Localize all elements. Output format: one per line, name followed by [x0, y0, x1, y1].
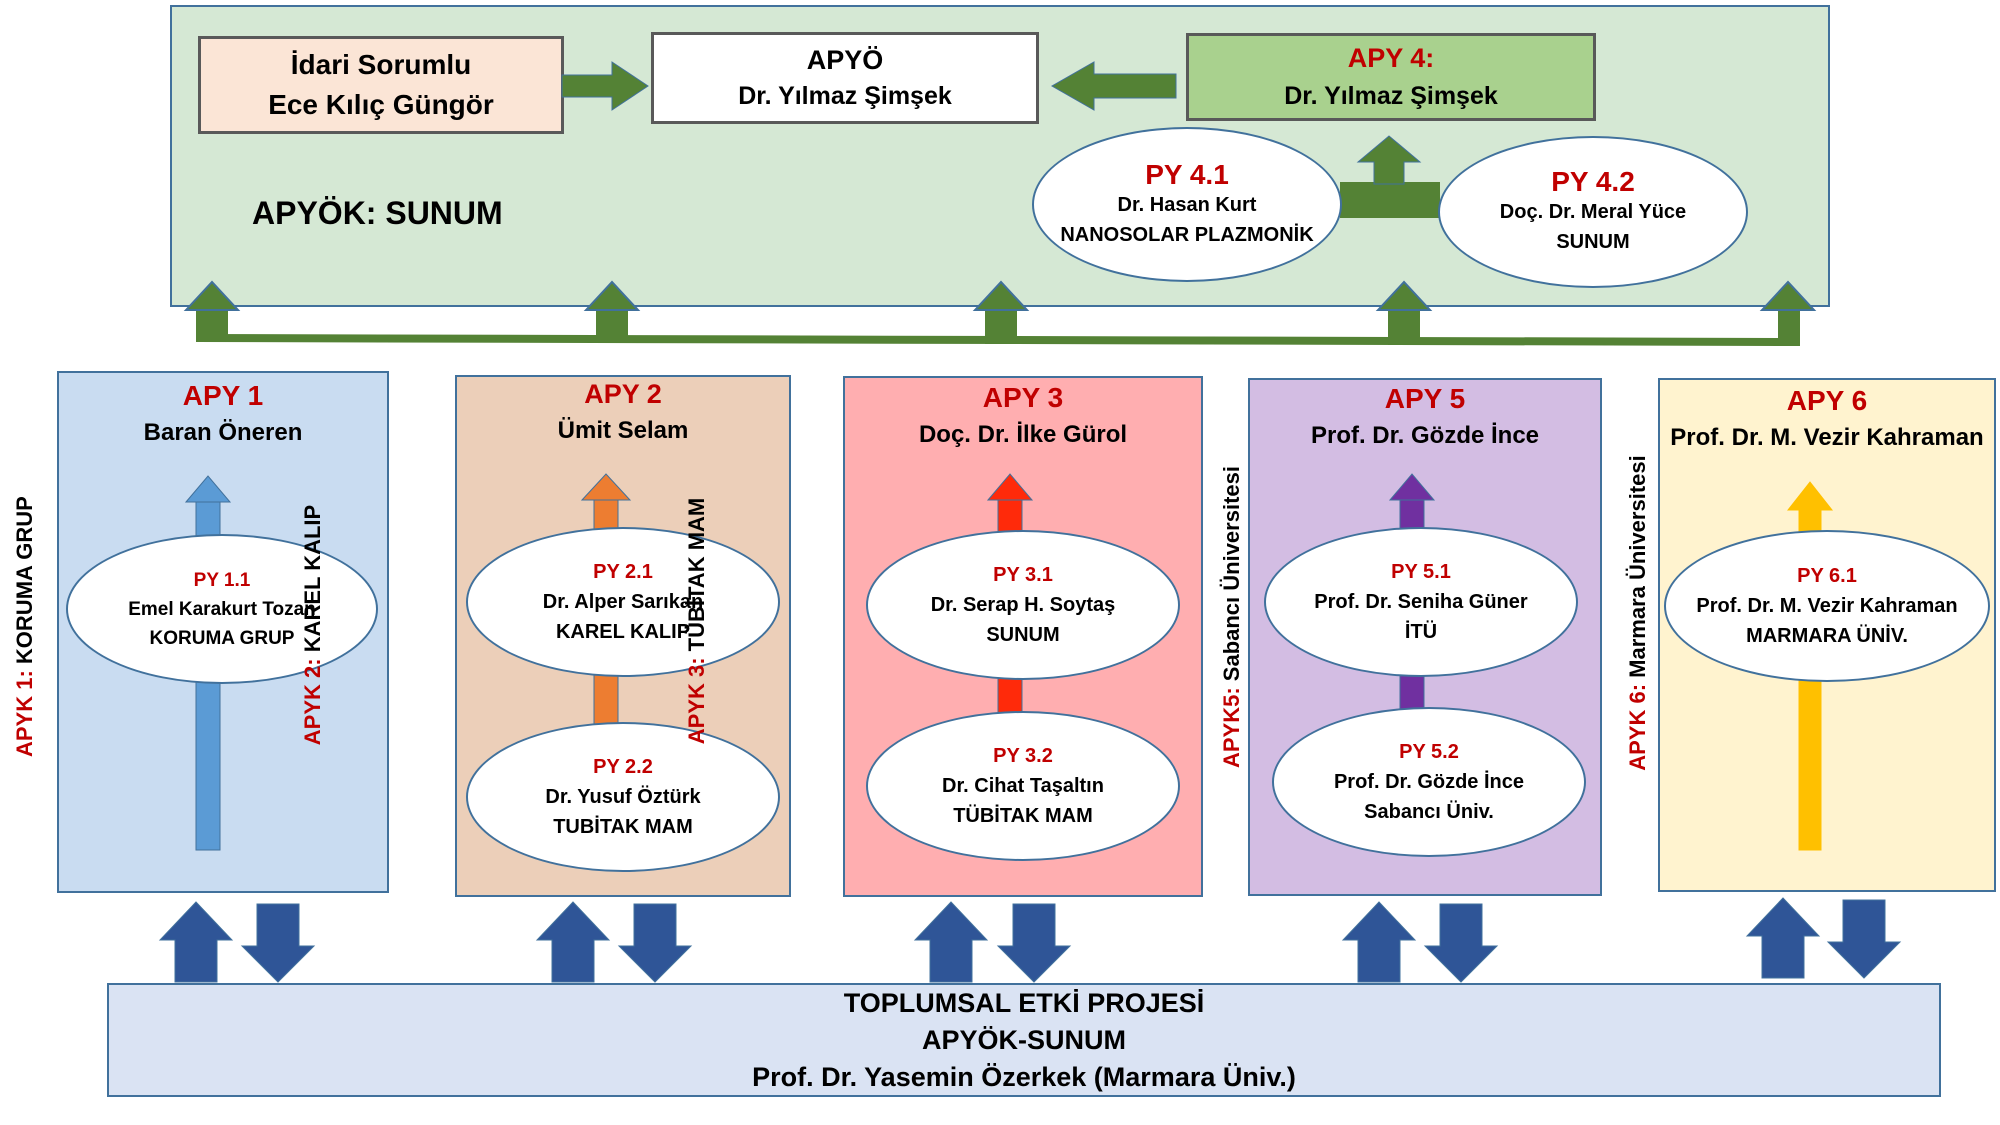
py21-code: PY 2.1	[593, 561, 653, 583]
down-arrow-col1	[240, 903, 316, 983]
py4-connector-bar	[1340, 182, 1440, 218]
py31-name: Dr. Serap H. Soytaş	[930, 594, 1116, 616]
apy6-title: APY 6	[1786, 385, 1868, 416]
up-arrow-col5	[1341, 901, 1417, 983]
arrow-idari-to-apyo	[561, 61, 649, 111]
bottom-title: TOPLUMSAL ETKİ PROJESİ	[843, 987, 1205, 1018]
py11-code: PY 1.1	[193, 569, 251, 591]
py22-name: Dr. Yusuf Öztürk	[545, 786, 701, 808]
py52-ellipse: PY 5.2 Prof. Dr. Gözde İnce Sabancı Üniv…	[1272, 707, 1586, 857]
apy5-title: APY 5	[1384, 383, 1466, 414]
arrow-py4-to-apy4	[1356, 135, 1422, 185]
apy6-leader: Prof. Dr. M. Vezir Kahraman	[1670, 424, 1984, 451]
py52-name: Prof. Dr. Gözde İnce	[1333, 771, 1525, 793]
apy4-box: APY 4: Dr. Yılmaz Şimşek	[1186, 33, 1596, 121]
toplumsal-etki-box: TOPLUMSAL ETKİ PROJESİ APYÖK-SUNUM Prof.…	[107, 983, 1941, 1097]
py52-org: Sabancı Üniv.	[1364, 801, 1494, 823]
apyok-label: APYÖK: SUNUM	[252, 195, 503, 231]
py52-code: PY 5.2	[1399, 741, 1459, 763]
up-arrow-col6	[1745, 897, 1821, 979]
py41-org: NANOSOLAR PLAZMONİK	[1060, 223, 1314, 246]
py32-name: Dr. Cihat Taşaltın	[942, 775, 1104, 797]
apy5-header: APY 5 Prof. Dr. Gözde İnce	[1248, 379, 1602, 453]
py31-ellipse: PY 3.1 Dr. Serap H. Soytaş SUNUM	[866, 530, 1180, 680]
apy2-leader: Ümit Selam	[557, 417, 689, 444]
apy6-header: APY 6 Prof. Dr. M. Vezir Kahraman	[1658, 381, 1996, 455]
py11-ellipse: PY 1.1 Emel Karakurt Tozan KORUMA GRUP	[66, 534, 378, 684]
py31-org: SUNUM	[986, 624, 1060, 646]
up-arrow-3	[972, 280, 1030, 311]
py42-code: PY 4.2	[1551, 166, 1635, 197]
apyo-title: APYÖ	[806, 45, 884, 75]
py61-ellipse: PY 6.1 Prof. Dr. M. Vezir Kahraman MARMA…	[1664, 530, 1990, 682]
py42-name: Doç. Dr. Meral Yüce	[1499, 201, 1687, 223]
apy1-title: APY 1	[182, 380, 264, 411]
bottom-leader: Prof. Dr. Yasemin Özerkek (Marmara Üniv.…	[752, 1061, 1296, 1092]
py51-name: Prof. Dr. Seniha Güner	[1314, 591, 1528, 613]
py22-ellipse: PY 2.2 Dr. Yusuf Öztürk TUBİTAK MAM	[466, 722, 780, 872]
py32-org: TÜBİTAK MAM	[953, 805, 1093, 827]
apy4-name: Dr. Yılmaz Şimşek	[1284, 82, 1498, 110]
py21-name: Dr. Alper Sarıkan	[542, 591, 704, 613]
py32-ellipse: PY 3.2 Dr. Cihat Taşaltın TÜBİTAK MAM	[866, 711, 1180, 861]
idari-sorumlu-box: İdari Sorumlu Ece Kılıç Güngör	[198, 36, 564, 134]
py22-code: PY 2.2	[593, 756, 653, 778]
apy2-title: APY 2	[584, 379, 662, 409]
py21-org: KAREL KALIP	[555, 621, 691, 643]
up-arrow-4	[1375, 280, 1433, 311]
py61-name: Prof. Dr. M. Vezir Kahraman	[1696, 595, 1958, 617]
idari-title: İdari Sorumlu	[290, 49, 472, 80]
py41-name: Dr. Hasan Kurt	[1117, 193, 1257, 216]
py41-ellipse: PY 4.1 Dr. Hasan Kurt NANOSOLAR PLAZMONİ…	[1032, 127, 1342, 282]
down-arrow-col6	[1826, 899, 1902, 979]
py11-name: Emel Karakurt Tozan	[128, 598, 316, 620]
py61-code: PY 6.1	[1797, 565, 1857, 587]
up-arrow-col2	[535, 901, 611, 983]
up-arrow-col1	[158, 901, 234, 983]
up-arrow-5	[1759, 280, 1817, 311]
py51-ellipse: PY 5.1 Prof. Dr. Seniha Güner İTÜ	[1264, 527, 1578, 677]
apy1-header: APY 1 Baran Öneren	[57, 376, 389, 450]
arrow-apy4-to-apyo	[1050, 61, 1177, 111]
up-arrow-1	[183, 280, 241, 311]
py21-ellipse: PY 2.1 Dr. Alper Sarıkan KAREL KALIP	[466, 527, 780, 677]
up-arrow-col3	[913, 901, 989, 983]
apy3-title: APY 3	[982, 382, 1064, 413]
py42-ellipse: PY 4.2 Doç. Dr. Meral Yüce SUNUM	[1438, 136, 1748, 288]
apy2-header: APY 2 Ümit Selam	[455, 374, 791, 448]
apy3-header: APY 3 Doç. Dr. İlke Gürol	[843, 378, 1203, 452]
apyo-name: Dr. Yılmaz Şimşek	[738, 82, 952, 110]
apy3-leader: Doç. Dr. İlke Gürol	[918, 421, 1128, 448]
down-arrow-col2	[617, 903, 693, 983]
down-arrow-col3	[996, 903, 1072, 983]
apyo-box: APYÖ Dr. Yılmaz Şimşek	[651, 32, 1039, 124]
py41-code: PY 4.1	[1145, 158, 1229, 190]
py61-org: MARMARA ÜNİV.	[1746, 625, 1908, 647]
up-arrow-2	[583, 280, 641, 311]
idari-name: Ece Kılıç Güngör	[268, 89, 494, 120]
apy1-leader: Baran Öneren	[143, 419, 303, 446]
py42-org: SUNUM	[1556, 231, 1630, 253]
py51-org: İTÜ	[1404, 621, 1438, 643]
apy4-title: APY 4:	[1347, 43, 1435, 73]
py22-org: TUBİTAK MAM	[553, 816, 693, 838]
down-arrow-col5	[1423, 903, 1499, 983]
py51-code: PY 5.1	[1391, 561, 1451, 583]
py32-code: PY 3.2	[993, 745, 1053, 767]
py11-org: KORUMA GRUP	[149, 627, 295, 649]
bottom-subtitle: APYÖK-SUNUM	[921, 1024, 1126, 1055]
py31-code: PY 3.1	[993, 564, 1053, 586]
apy5-leader: Prof. Dr. Gözde İnce	[1310, 422, 1540, 449]
